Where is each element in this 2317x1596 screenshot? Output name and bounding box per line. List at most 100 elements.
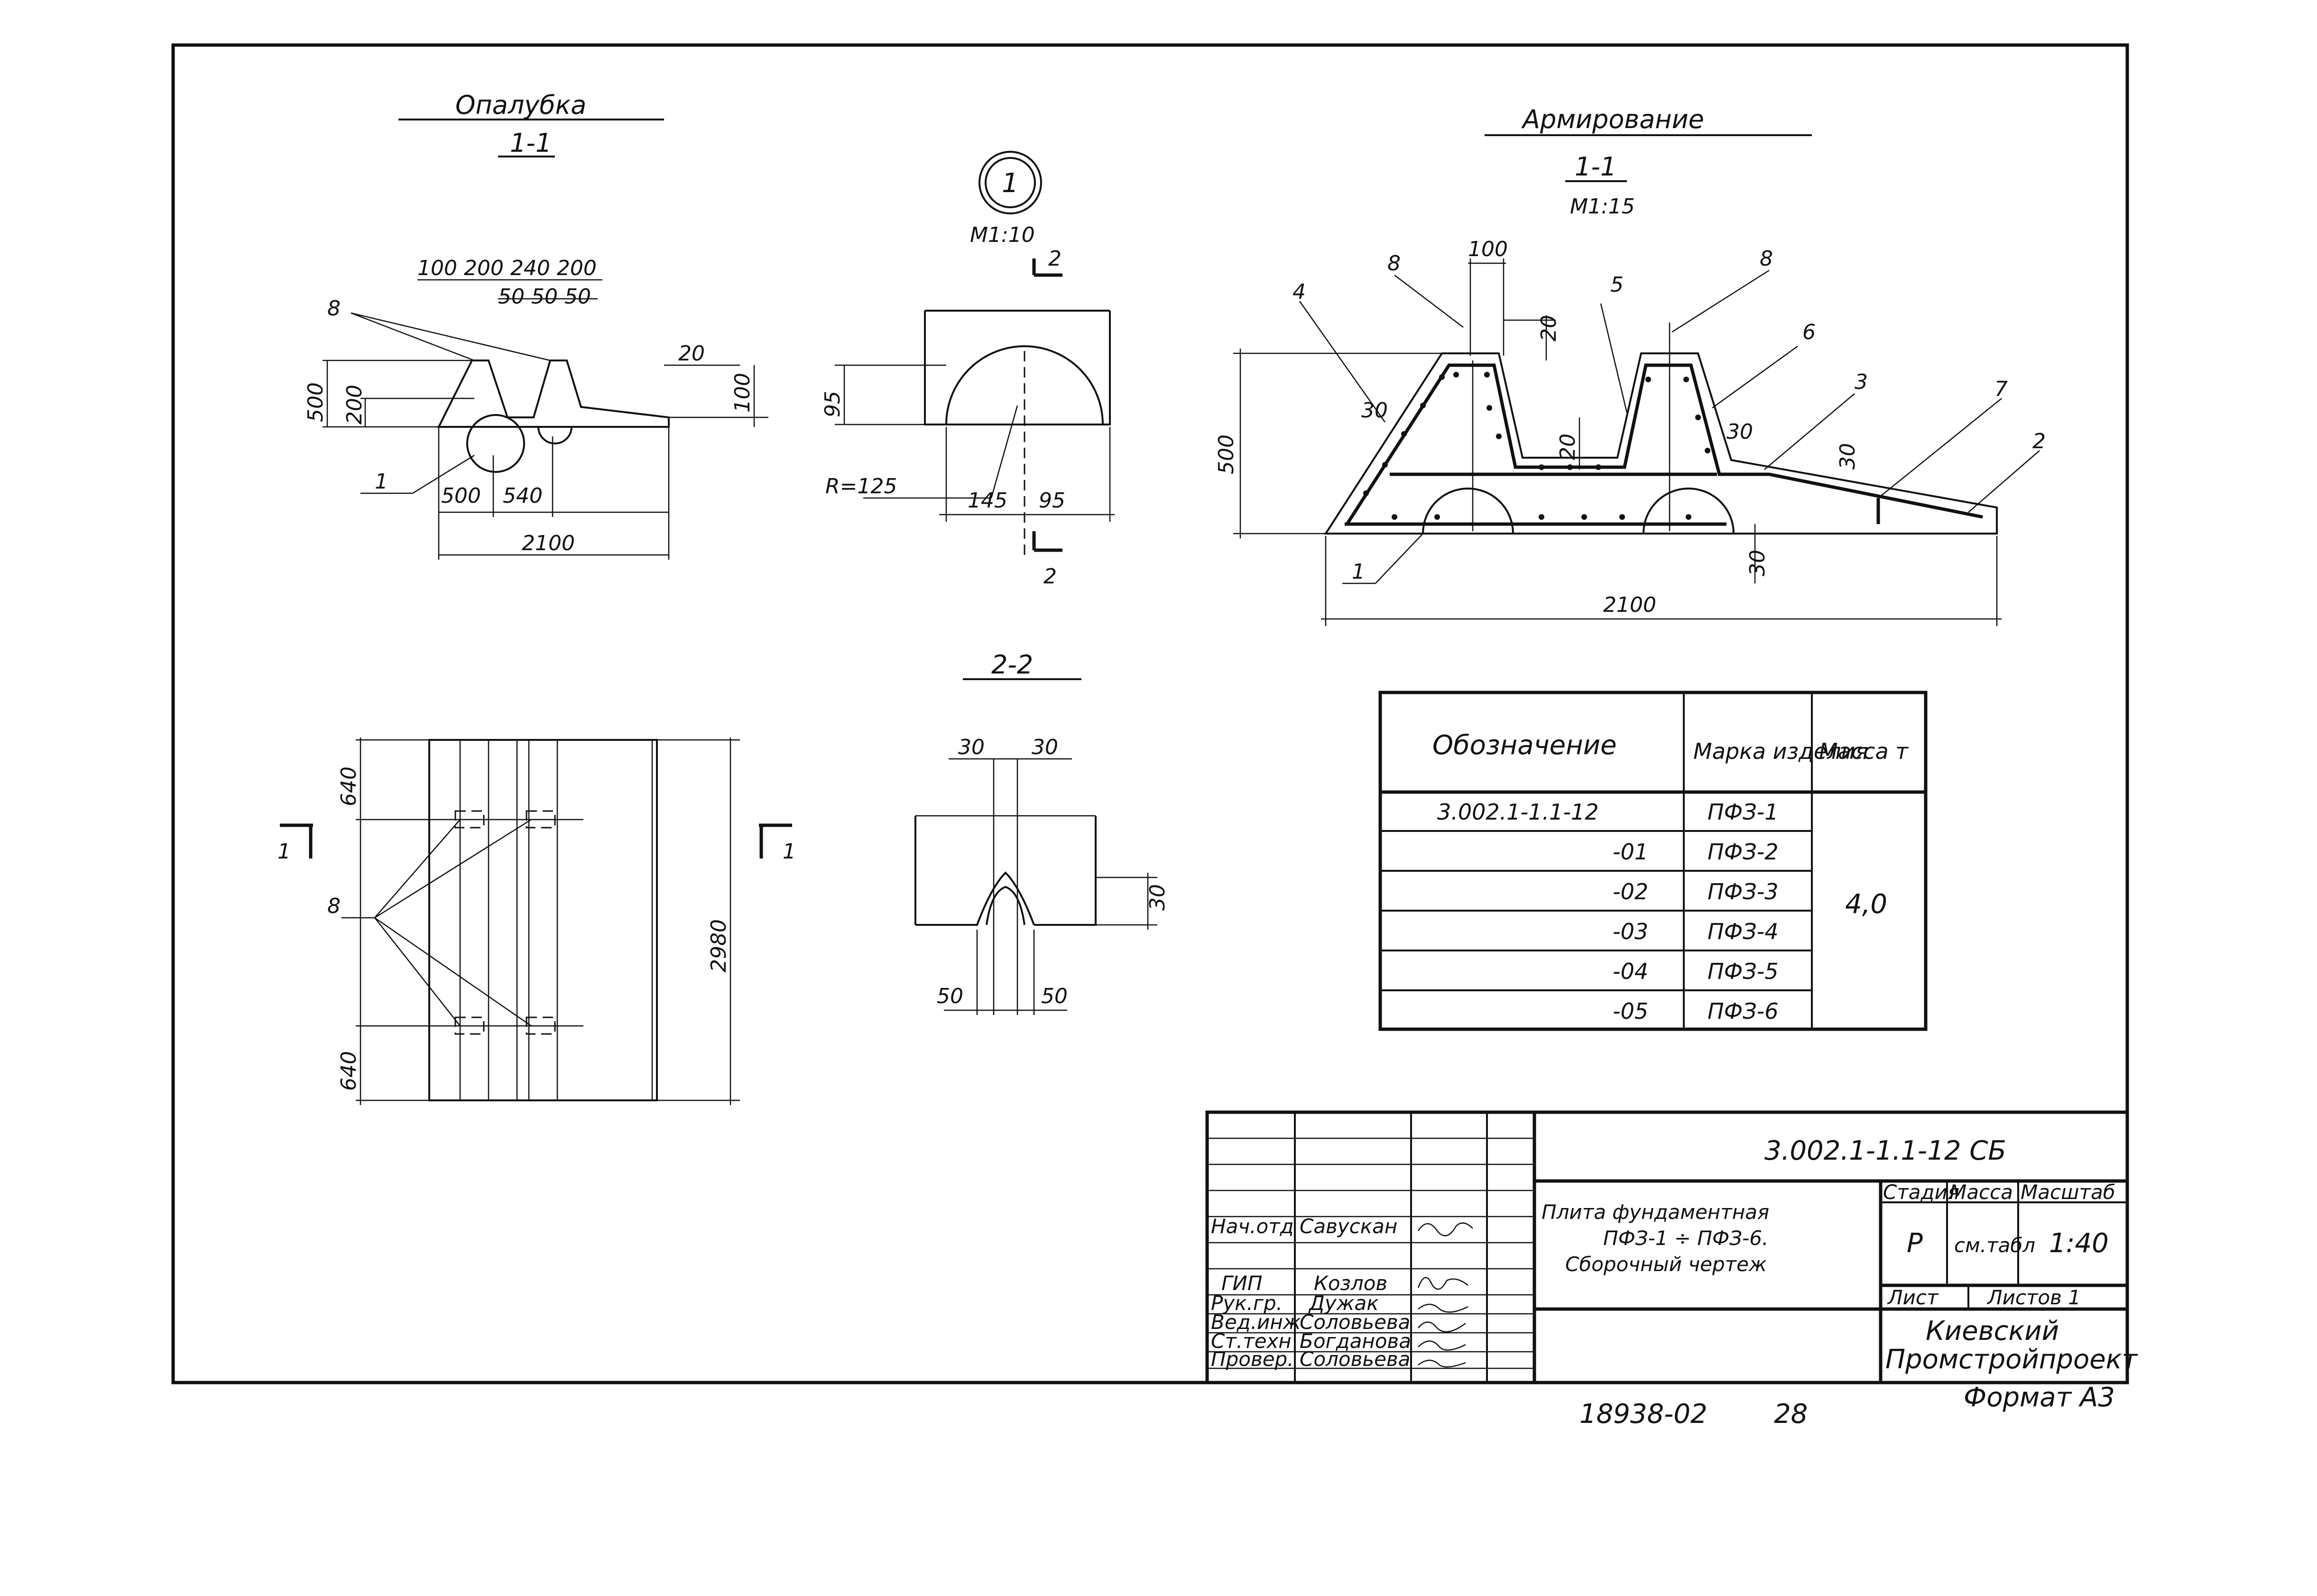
spec-row-designation: -03 — [1613, 919, 1648, 944]
product-name-line3: Сборочный чертеж — [1565, 1253, 1767, 1276]
formwork-dim-100: 100 — [730, 373, 755, 413]
spec-row-designation: -02 — [1613, 879, 1648, 904]
staff-role: Рук.гр. — [1211, 1292, 1283, 1315]
spec-row-mark: ПФЗ-4 — [1708, 919, 1779, 944]
product-name-line2: ПФЗ-1 ÷ ПФЗ-6. — [1603, 1227, 1768, 1250]
spec-header-mass: Масса т — [1819, 738, 1909, 764]
formwork-view: Опалубка 1-1 100 200 240 200 50 50 50 50… — [304, 90, 768, 560]
product-name-line1: Плита фундаментная — [1542, 1200, 1769, 1224]
mass-value: см.табл — [1954, 1234, 2035, 1257]
reinforcement-view: Армирование 1-1 М1:15 — [1214, 104, 2046, 626]
spec-row-designation: 3.002.1-1.1-12 — [1437, 799, 1598, 825]
scale-label: Масштаб — [2021, 1181, 2115, 1204]
plan-callout-8: 8 — [327, 894, 341, 918]
reinforcement-callout-7: 7 — [1994, 377, 2008, 401]
spec-row-mark: ПФЗ-1 — [1708, 799, 1779, 825]
formwork-dim-top: 100 200 240 200 — [417, 256, 597, 280]
reinforcement-dim-30c: 30 — [1836, 443, 1860, 470]
plan-dim-640b: 640 — [337, 1051, 361, 1091]
staff-name: Дужак — [1308, 1292, 1379, 1315]
staff-name: Козлов — [1314, 1272, 1387, 1295]
stage-value: Р — [1907, 1228, 1923, 1259]
reinforcement-callout-4: 4 — [1292, 280, 1306, 304]
section22-dim-30a: 30 — [958, 735, 985, 759]
signature — [1418, 1359, 1466, 1368]
formwork-dim-20: 20 — [678, 341, 705, 366]
formwork-dim-w540: 540 — [503, 484, 543, 508]
title-block: Нач.отд Савускан ГИП Козлов Рук.гр. Дужа… — [1205, 1110, 2138, 1384]
reinforcement-dim-100: 100 — [1468, 237, 1508, 261]
plan-view: 640 640 2980 8 1 1 — [277, 738, 796, 1105]
staff-name: Соловьева — [1300, 1347, 1410, 1371]
staff-role: Вед.инж — [1211, 1310, 1301, 1334]
spec-row-mark: ПФЗ-6 — [1708, 998, 1779, 1024]
spec-row-mark: ПФЗ-2 — [1708, 839, 1779, 865]
signature — [1418, 1340, 1466, 1351]
reinforcement-callout-1: 1 — [1352, 560, 1365, 584]
reinforcement-dim-20b: 20 — [1556, 434, 1580, 460]
reinforcement-title: Армирование — [1521, 104, 1704, 134]
formwork-dim-w500: 500 — [441, 484, 481, 508]
spec-row-mark: ПФЗ-5 — [1708, 959, 1779, 984]
organization-line2: Промстройпроект — [1885, 1344, 2138, 1375]
formwork-callout-1: 1 — [375, 470, 388, 494]
reinforcement-callout-2: 2 — [2032, 429, 2046, 453]
reinforcement-callout-3: 3 — [1855, 370, 1868, 394]
mass-label: Масса — [1949, 1181, 2013, 1204]
node-dim-95b: 95 — [1039, 489, 1065, 513]
formwork-callout-8: 8 — [327, 296, 341, 321]
node-dim-145: 145 — [968, 489, 1007, 513]
reinforcement-dim-30d: 30 — [1745, 550, 1770, 576]
reinforcement-callout-8a: 8 — [1387, 251, 1401, 276]
signature — [1417, 1277, 1468, 1290]
footer-number: 18938-02 — [1579, 1399, 1708, 1430]
staff-role: Ст.техн — [1211, 1329, 1292, 1353]
formwork-dim-w2100: 2100 — [522, 531, 575, 555]
node-number: 1 — [1002, 168, 1019, 199]
spec-mass-value: 4,0 — [1845, 889, 1887, 920]
sheet-frame — [171, 43, 2129, 1384]
spec-row-designation: -04 — [1613, 959, 1648, 984]
formwork-section-label: 1-1 — [510, 128, 552, 158]
cut-mark-left: 1 — [277, 840, 291, 864]
formwork-dim-sub: 50 50 50 — [498, 285, 591, 309]
section22-dim-30c: 30 — [1145, 884, 1170, 911]
signature — [1418, 1303, 1468, 1313]
footer-page: 28 — [1774, 1399, 1808, 1430]
formwork-dim-200: 200 — [342, 385, 367, 424]
signature — [1418, 1321, 1466, 1333]
staff-role: Провер. — [1211, 1347, 1294, 1371]
reinforcement-callout-8b: 8 — [1760, 247, 1773, 271]
cut-mark-right: 1 — [783, 840, 796, 864]
reinforcement-callout-5: 5 — [1610, 273, 1624, 297]
spec-header-designation: Обозначение — [1432, 730, 1617, 761]
reinforcement-dim-20a: 20 — [1537, 315, 1561, 341]
staff-role: Нач.отд — [1211, 1215, 1294, 1238]
formwork-dim-500: 500 — [304, 382, 328, 422]
stage-label: Стадия — [1883, 1181, 1959, 1204]
spec-table: Обозначение Марка изделия Масса т 3.002.… — [1378, 691, 1928, 1031]
node-cut-top: 2 — [1048, 247, 1062, 271]
node-dim-radius: R=125 — [825, 474, 897, 498]
staff-role: ГИП — [1221, 1272, 1262, 1295]
plan-dim-640: 640 — [337, 766, 361, 806]
sheet-label: Лист — [1887, 1286, 1939, 1309]
reinforcement-callout-6: 6 — [1802, 320, 1816, 344]
spec-header-mark: Марка изделия — [1693, 738, 1868, 764]
reinforcement-dim-2100: 2100 — [1603, 593, 1656, 617]
section-2-2-view: 2-2 30 30 30 50 50 — [914, 650, 1170, 1015]
organization-line1: Киевский — [1926, 1316, 2059, 1347]
spec-row-mark: ПФЗ-3 — [1708, 879, 1779, 904]
sheets-label: Листов 1 — [1986, 1286, 2081, 1309]
node-scale: М1:10 — [970, 223, 1035, 247]
reinforcement-scale: М1:15 — [1570, 194, 1635, 219]
reinforcement-section-label: 1-1 — [1575, 152, 1616, 182]
section22-dim-50b: 50 — [1041, 984, 1068, 1008]
node-dim-95: 95 — [821, 391, 845, 417]
signature — [1417, 1222, 1473, 1236]
section22-title: 2-2 — [991, 650, 1033, 680]
staff-name: Соловьева — [1300, 1310, 1410, 1334]
section22-dim-30b: 30 — [1032, 735, 1058, 759]
section22-dim-50a: 50 — [937, 984, 963, 1008]
